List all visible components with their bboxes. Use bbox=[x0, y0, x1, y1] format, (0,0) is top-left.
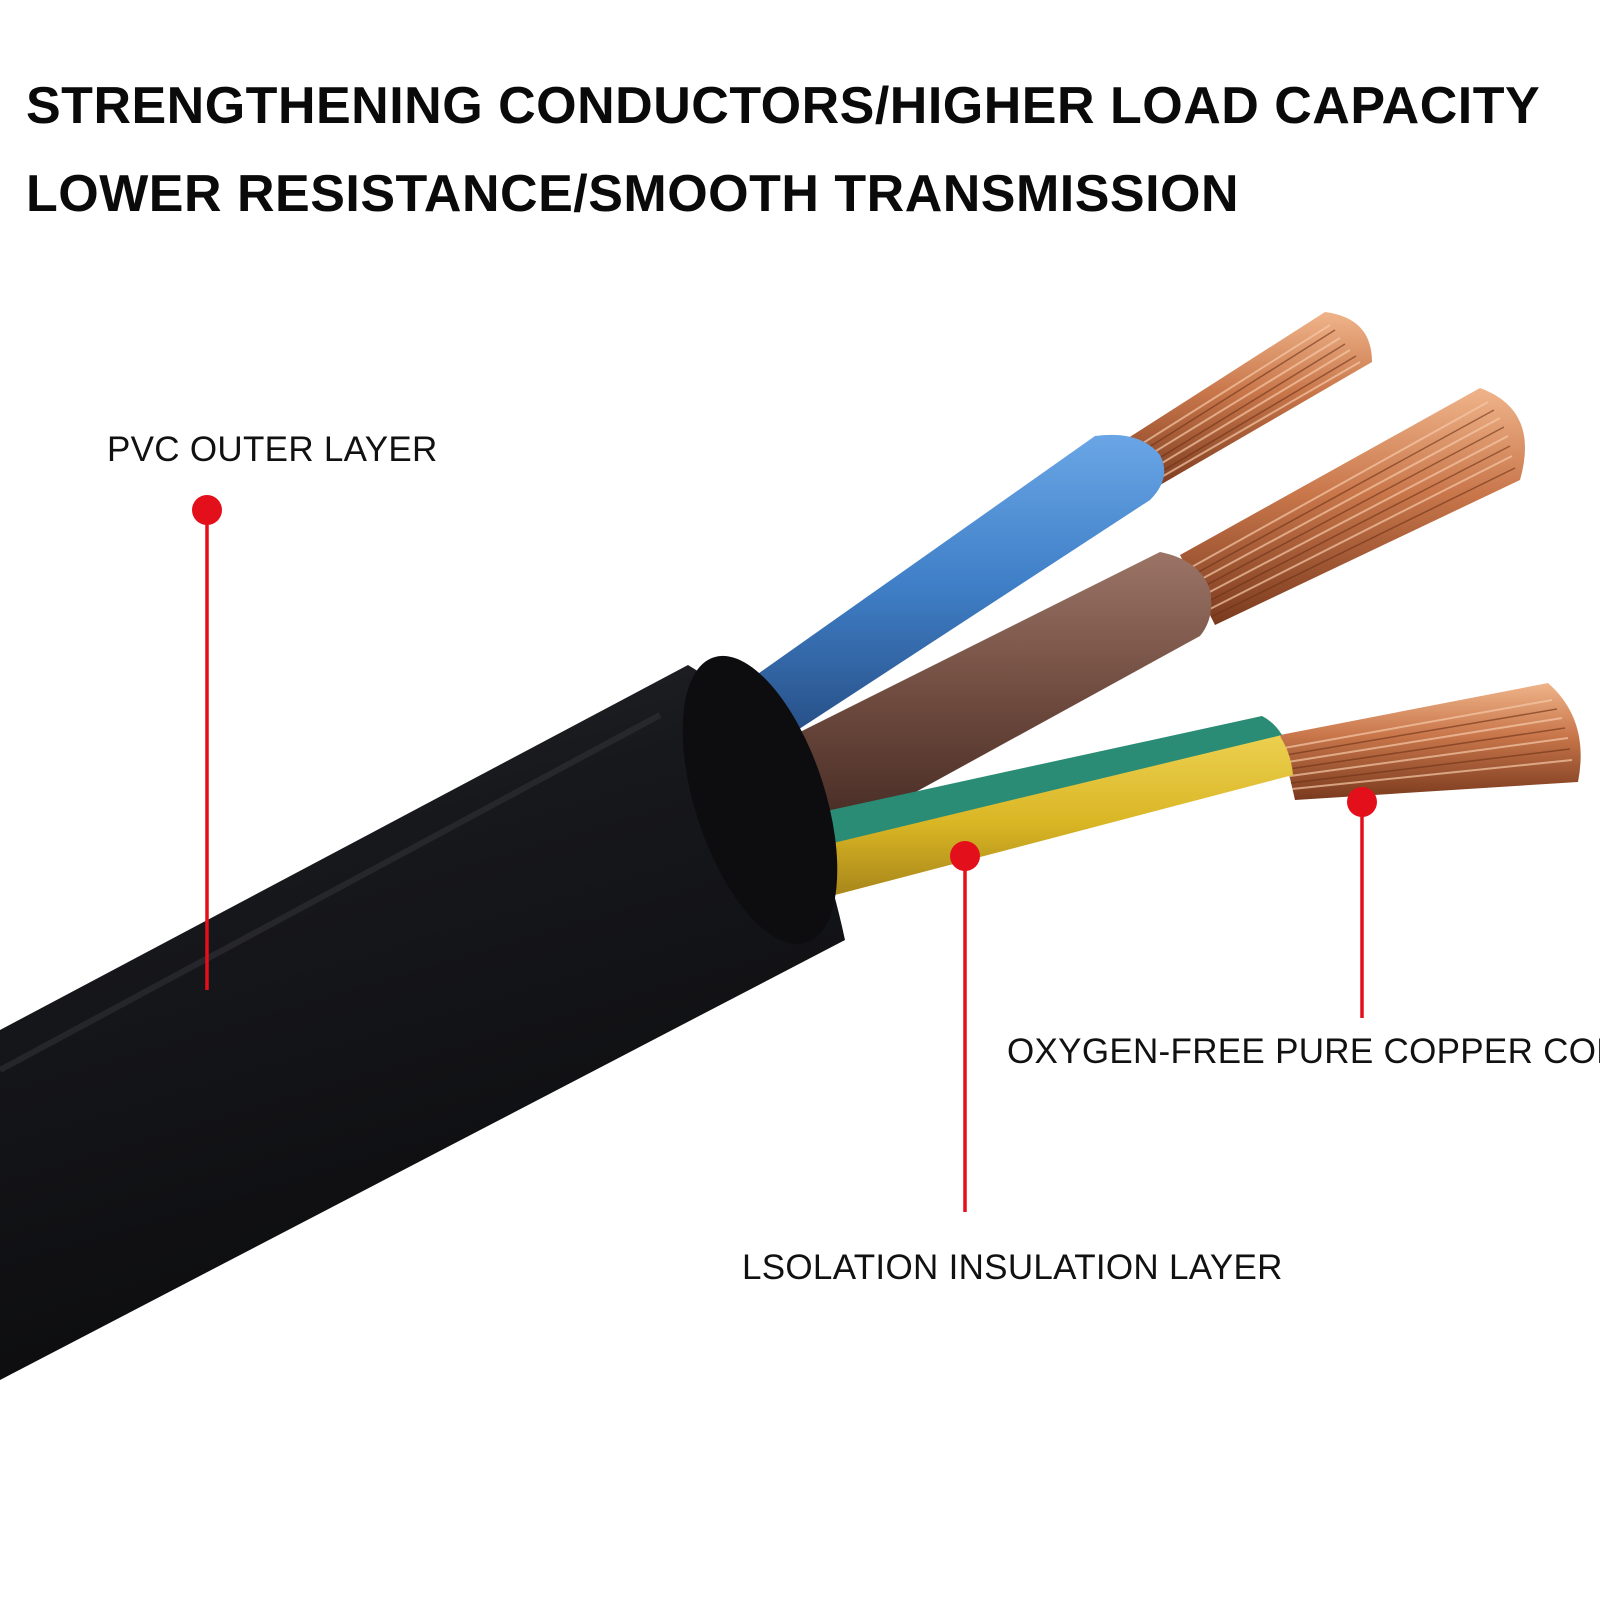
insulation-layer-marker-dot bbox=[950, 841, 980, 871]
copper-strands-bottom bbox=[1280, 683, 1581, 800]
green-yellow-insulated-wire bbox=[808, 716, 1293, 895]
headline-line-1: STRENGTHENING CONDUCTORS/HIGHER LOAD CAP… bbox=[26, 77, 1541, 135]
blue-insulated-wire bbox=[735, 434, 1165, 735]
pvc-layer-leader bbox=[192, 495, 222, 990]
copper-core-label: OXYGEN-FREE PURE COPPER CORE bbox=[1007, 1032, 1600, 1071]
brown-insulated-wire bbox=[760, 552, 1212, 850]
pvc-layer-marker-dot bbox=[192, 495, 222, 525]
pvc-outer-jacket bbox=[0, 655, 845, 1380]
copper-core-leader bbox=[1347, 787, 1377, 1018]
headline-line-2: LOWER RESISTANCE/SMOOTH TRANSMISSION bbox=[26, 165, 1240, 223]
insulation-layer-label: LSOLATION INSULATION LAYER bbox=[742, 1248, 1283, 1287]
pvc-outer-layer-label: PVC OUTER LAYER bbox=[107, 430, 438, 469]
copper-strands-middle bbox=[1180, 388, 1525, 625]
copper-strands-top bbox=[1125, 312, 1372, 492]
insulation-layer-leader bbox=[950, 841, 980, 1212]
copper-core-marker-dot bbox=[1347, 787, 1377, 817]
